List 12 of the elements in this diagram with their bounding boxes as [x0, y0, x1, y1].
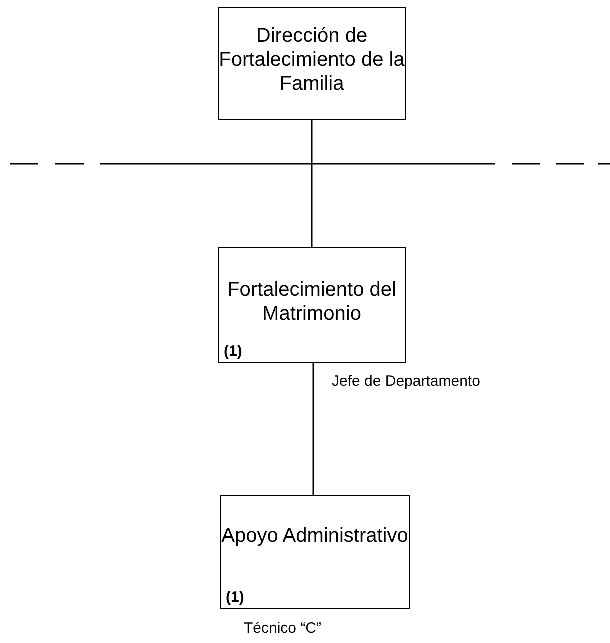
position-count: (1)	[226, 589, 244, 606]
connector-line	[311, 120, 313, 247]
position-count: (1)	[224, 343, 242, 360]
unit-name: Apoyo Administrativo	[221, 524, 409, 548]
unit-name: Dirección de Fortalecimiento de la Familia	[219, 24, 405, 96]
position-title: Jefe de Departamento	[332, 373, 480, 390]
org-unit-box	[220, 495, 410, 609]
position-title: Técnico “C”	[244, 620, 322, 637]
org-unit-box	[218, 7, 406, 120]
unit-name: Fortalecimiento del Matrimonio	[226, 278, 398, 326]
org-unit-box	[218, 247, 406, 363]
connector-line	[312, 363, 314, 495]
